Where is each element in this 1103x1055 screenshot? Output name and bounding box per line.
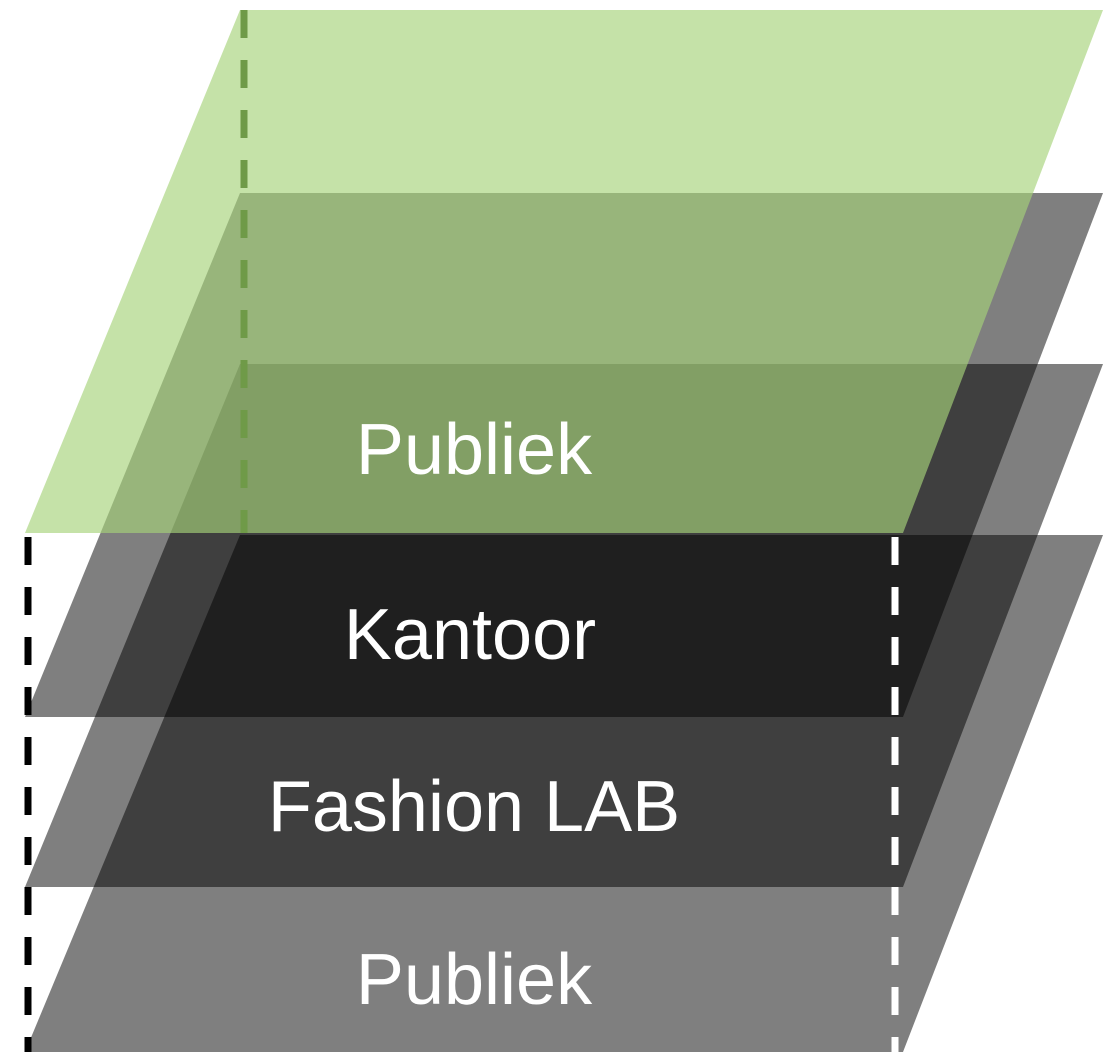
band-labels-group: Publiek Kantoor Fashion LAB Publiek [268, 410, 680, 1020]
label-publiek-top: Publiek [356, 410, 593, 490]
label-fashion-lab: Fashion LAB [268, 767, 680, 847]
layer-top [25, 10, 1103, 533]
guide-lines-group [24, 10, 899, 1052]
label-publiek-bottom: Publiek [356, 940, 593, 1020]
layers-group [25, 10, 1103, 1052]
label-kantoor: Kantoor [344, 595, 596, 675]
